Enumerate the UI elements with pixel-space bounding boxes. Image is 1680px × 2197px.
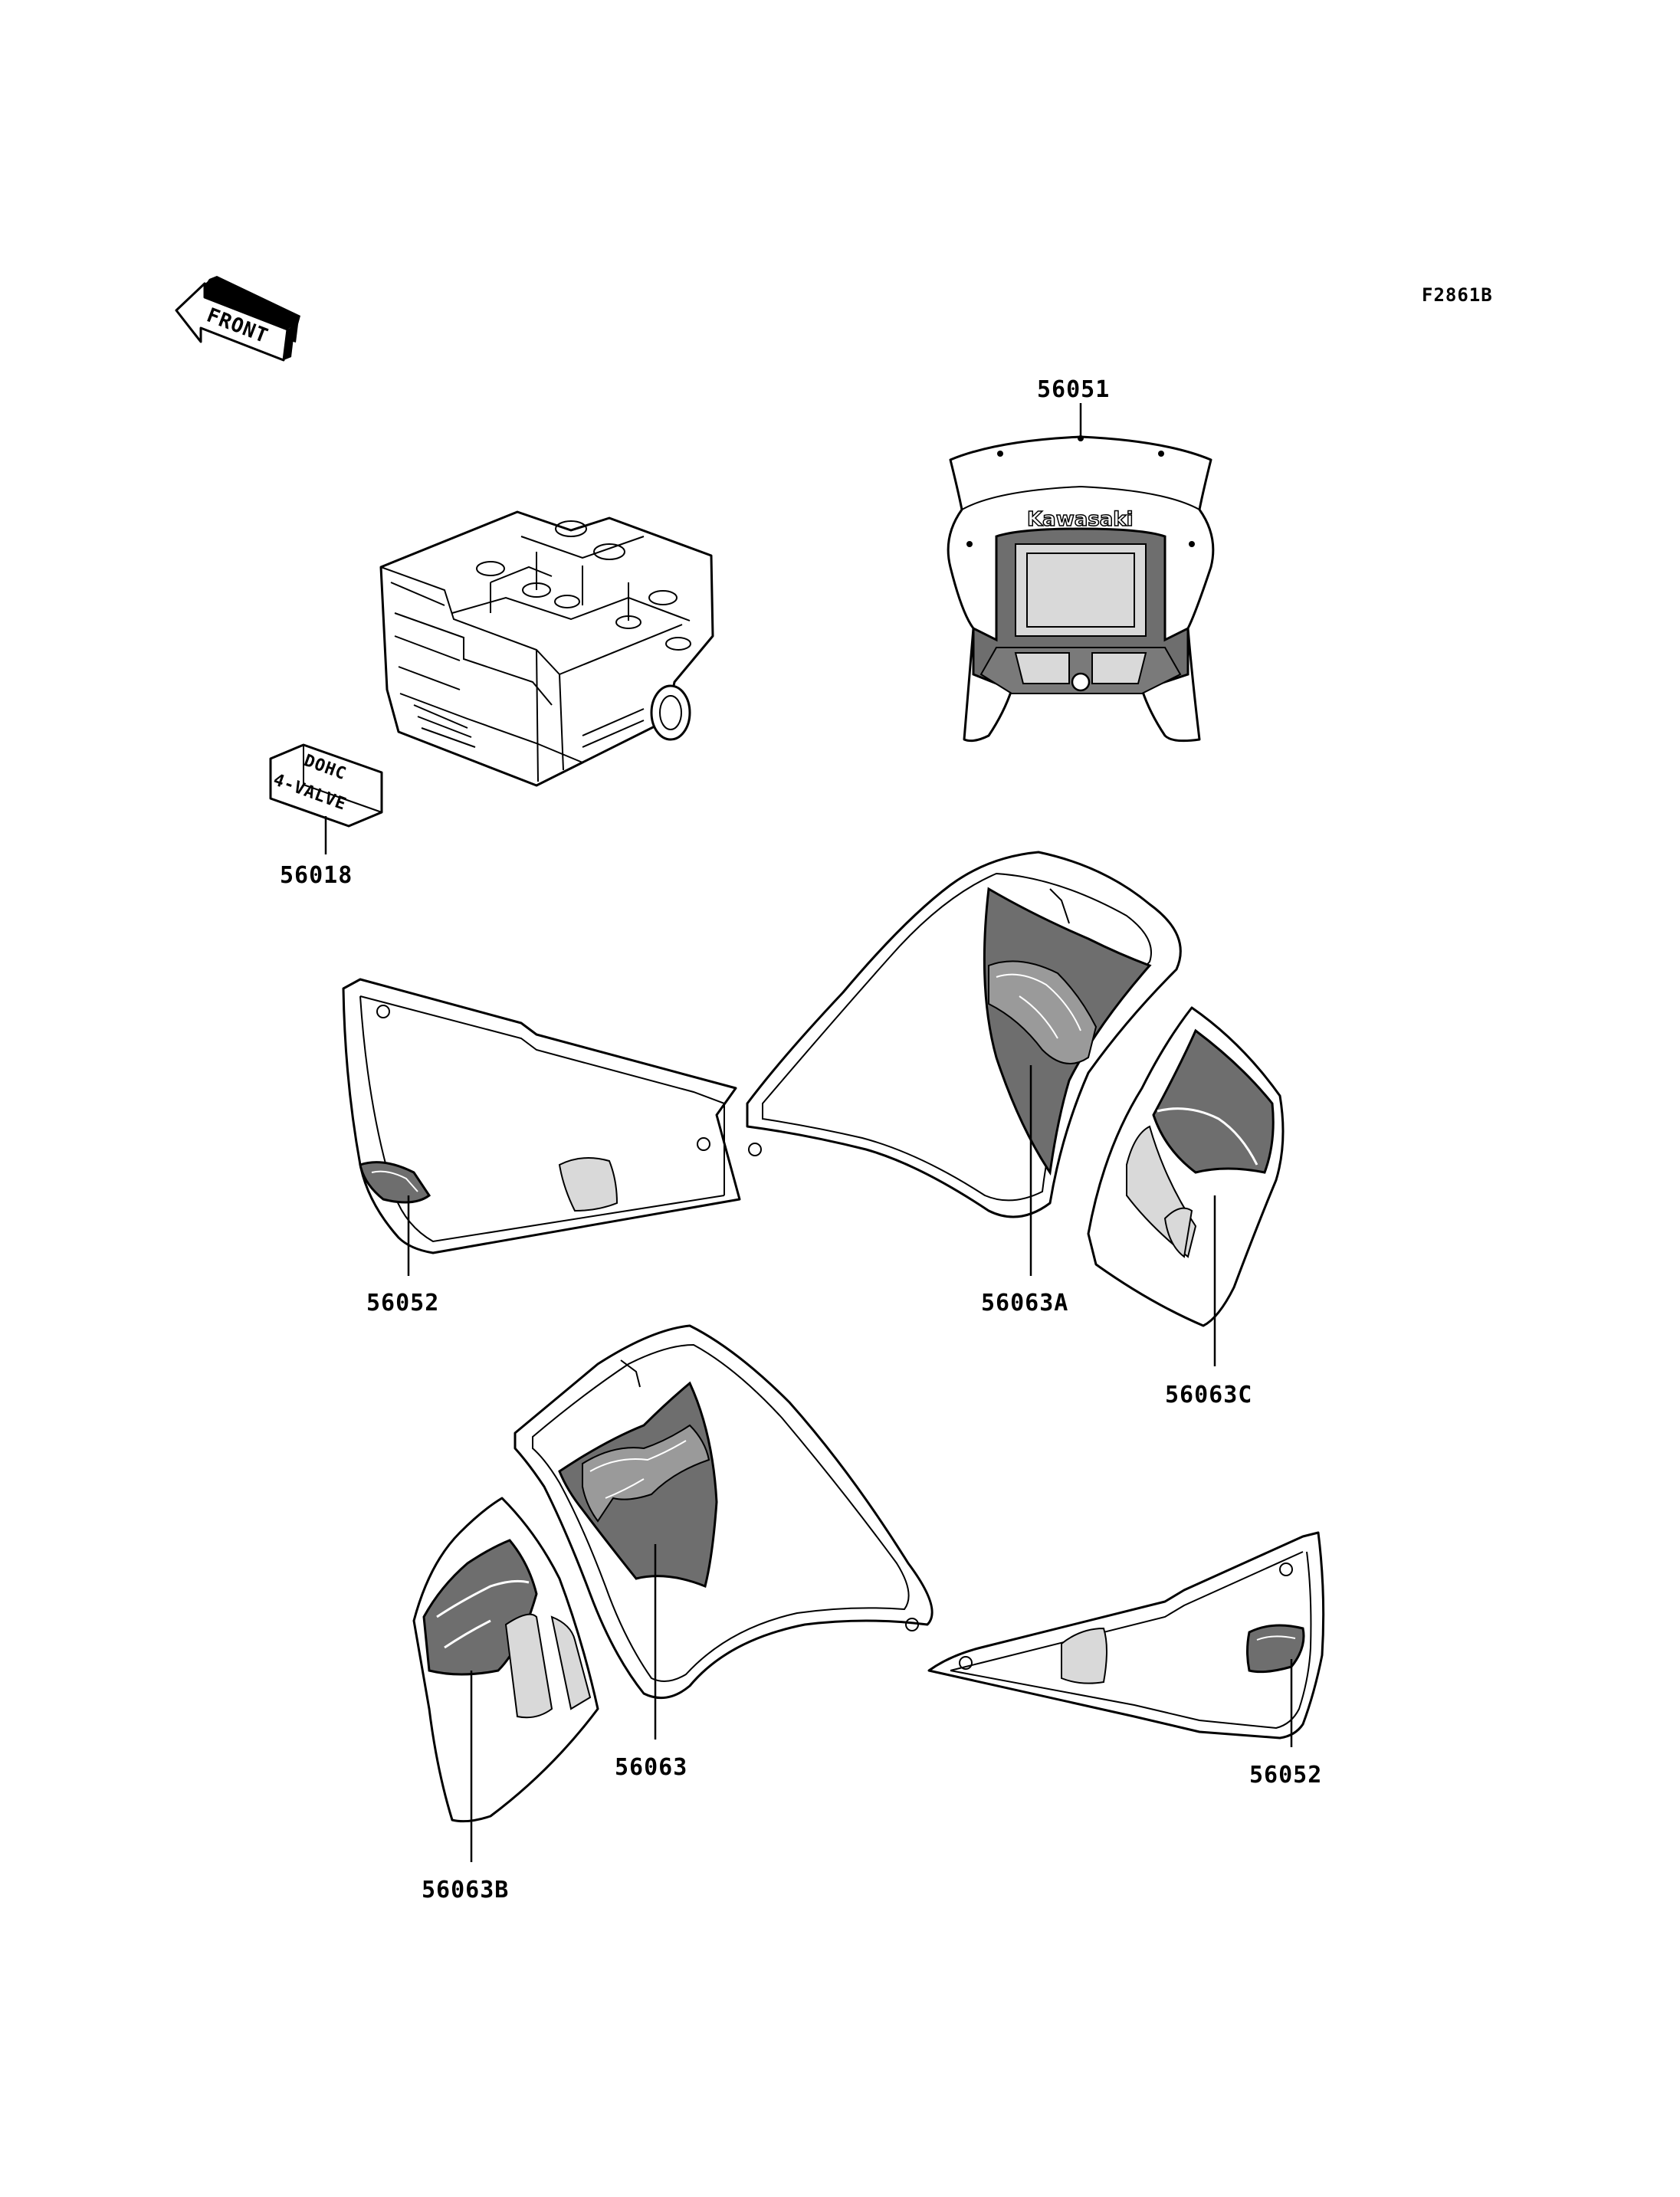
front-direction-arrow-icon: FRONT bbox=[175, 276, 300, 362]
headlight-fairing-56051: Kawasaki bbox=[947, 435, 1215, 743]
part-label-56063c: 56063C bbox=[1165, 1382, 1252, 1408]
part-label-56052-lower: 56052 bbox=[1249, 1762, 1322, 1789]
radiator-shroud-right-56063a bbox=[746, 851, 1182, 1218]
part-label-56052-upper: 56052 bbox=[366, 1290, 439, 1317]
part-label-56063: 56063 bbox=[615, 1754, 687, 1781]
fairing-brand-text: Kawasaki bbox=[1027, 508, 1133, 531]
part-label-56063b: 56063B bbox=[422, 1877, 509, 1904]
side-cover-left-upper bbox=[342, 978, 741, 1254]
decal-56018-dohc-4-valve: DOHC 4-VALVE bbox=[269, 743, 383, 828]
radiator-shroud-left-56063 bbox=[514, 1324, 934, 1700]
figure-code: F2861B bbox=[1422, 284, 1493, 306]
side-cover-right-lower bbox=[927, 1531, 1325, 1740]
part-label-56018: 56018 bbox=[280, 862, 353, 889]
cylinder-head-illustration bbox=[379, 510, 714, 787]
part-label-56051: 56051 bbox=[1037, 376, 1110, 403]
part-label-56063a: 56063A bbox=[981, 1290, 1068, 1317]
shroud-panel-right-56063c bbox=[1087, 1006, 1285, 1327]
shroud-panel-left-56063b bbox=[412, 1497, 599, 1823]
